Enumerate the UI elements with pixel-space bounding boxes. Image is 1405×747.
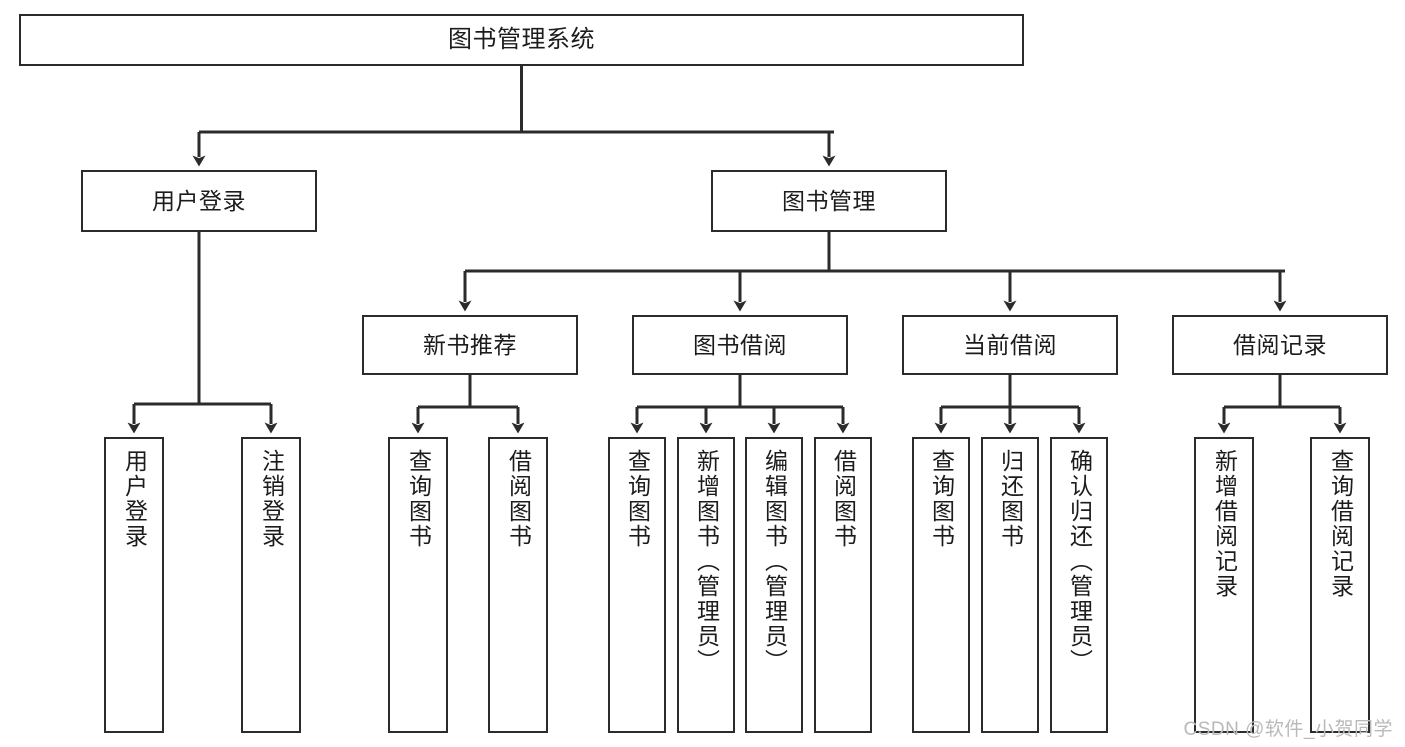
node-label: 用户登录 [152,187,246,214]
leaf-current-borrow-confirm-return-admin[interactable]: 确认归还（管理员） [1050,437,1108,733]
leaf-book-borrow-edit-book-admin[interactable]: 编辑图书（管理员） [745,437,803,733]
leaf-user-login-login[interactable]: 用户登录 [104,437,164,733]
node-label: 查询图书 [928,449,955,549]
node-borrow-record[interactable]: 借阅记录 [1172,315,1388,375]
node-label: 用户登录 [121,449,148,549]
node-label: 查询图书 [405,449,432,549]
node-label: 注销登录 [258,449,285,549]
leaf-borrow-record-add-record[interactable]: 新增借阅记录 [1194,437,1254,733]
node-label: 新增借阅记录 [1211,449,1238,599]
node-label: 借阅记录 [1233,331,1327,358]
node-label: 确认归还（管理员） [1066,449,1093,674]
leaf-borrow-record-query-record[interactable]: 查询借阅记录 [1310,437,1370,733]
node-label: 当前借阅 [963,331,1057,358]
node-user-login[interactable]: 用户登录 [81,170,317,232]
leaf-book-borrow-query-book[interactable]: 查询图书 [608,437,666,733]
node-book-borrow[interactable]: 图书借阅 [632,315,848,375]
node-label: 图书借阅 [693,331,787,358]
leaf-current-borrow-return-book[interactable]: 归还图书 [981,437,1039,733]
leaf-book-borrow-borrow-book[interactable]: 借阅图书 [814,437,872,733]
node-label: 查询图书 [624,449,651,549]
node-new-book-recommend[interactable]: 新书推荐 [362,315,578,375]
node-current-borrow[interactable]: 当前借阅 [902,315,1118,375]
node-root-book-management-system[interactable]: 图书管理系统 [19,14,1024,66]
node-label: 借阅图书 [830,449,857,549]
leaf-new-book-query-book[interactable]: 查询图书 [388,437,448,733]
node-label: 图书管理 [782,187,876,214]
node-label: 编辑图书（管理员） [761,449,788,674]
node-book-management[interactable]: 图书管理 [711,170,947,232]
node-label: 新增图书（管理员） [693,449,720,674]
node-label: 图书管理系统 [448,26,595,54]
node-label: 查询借阅记录 [1327,449,1354,599]
leaf-book-borrow-add-book-admin[interactable]: 新增图书（管理员） [677,437,735,733]
node-label: 归还图书 [997,449,1024,549]
leaf-user-login-logout[interactable]: 注销登录 [241,437,301,733]
leaf-new-book-borrow-book[interactable]: 借阅图书 [488,437,548,733]
node-label: 新书推荐 [423,331,517,358]
node-label: 借阅图书 [505,449,532,549]
csdn-watermark: CSDN @软件_小贺同学 [1183,719,1393,740]
leaf-current-borrow-query-book[interactable]: 查询图书 [912,437,970,733]
